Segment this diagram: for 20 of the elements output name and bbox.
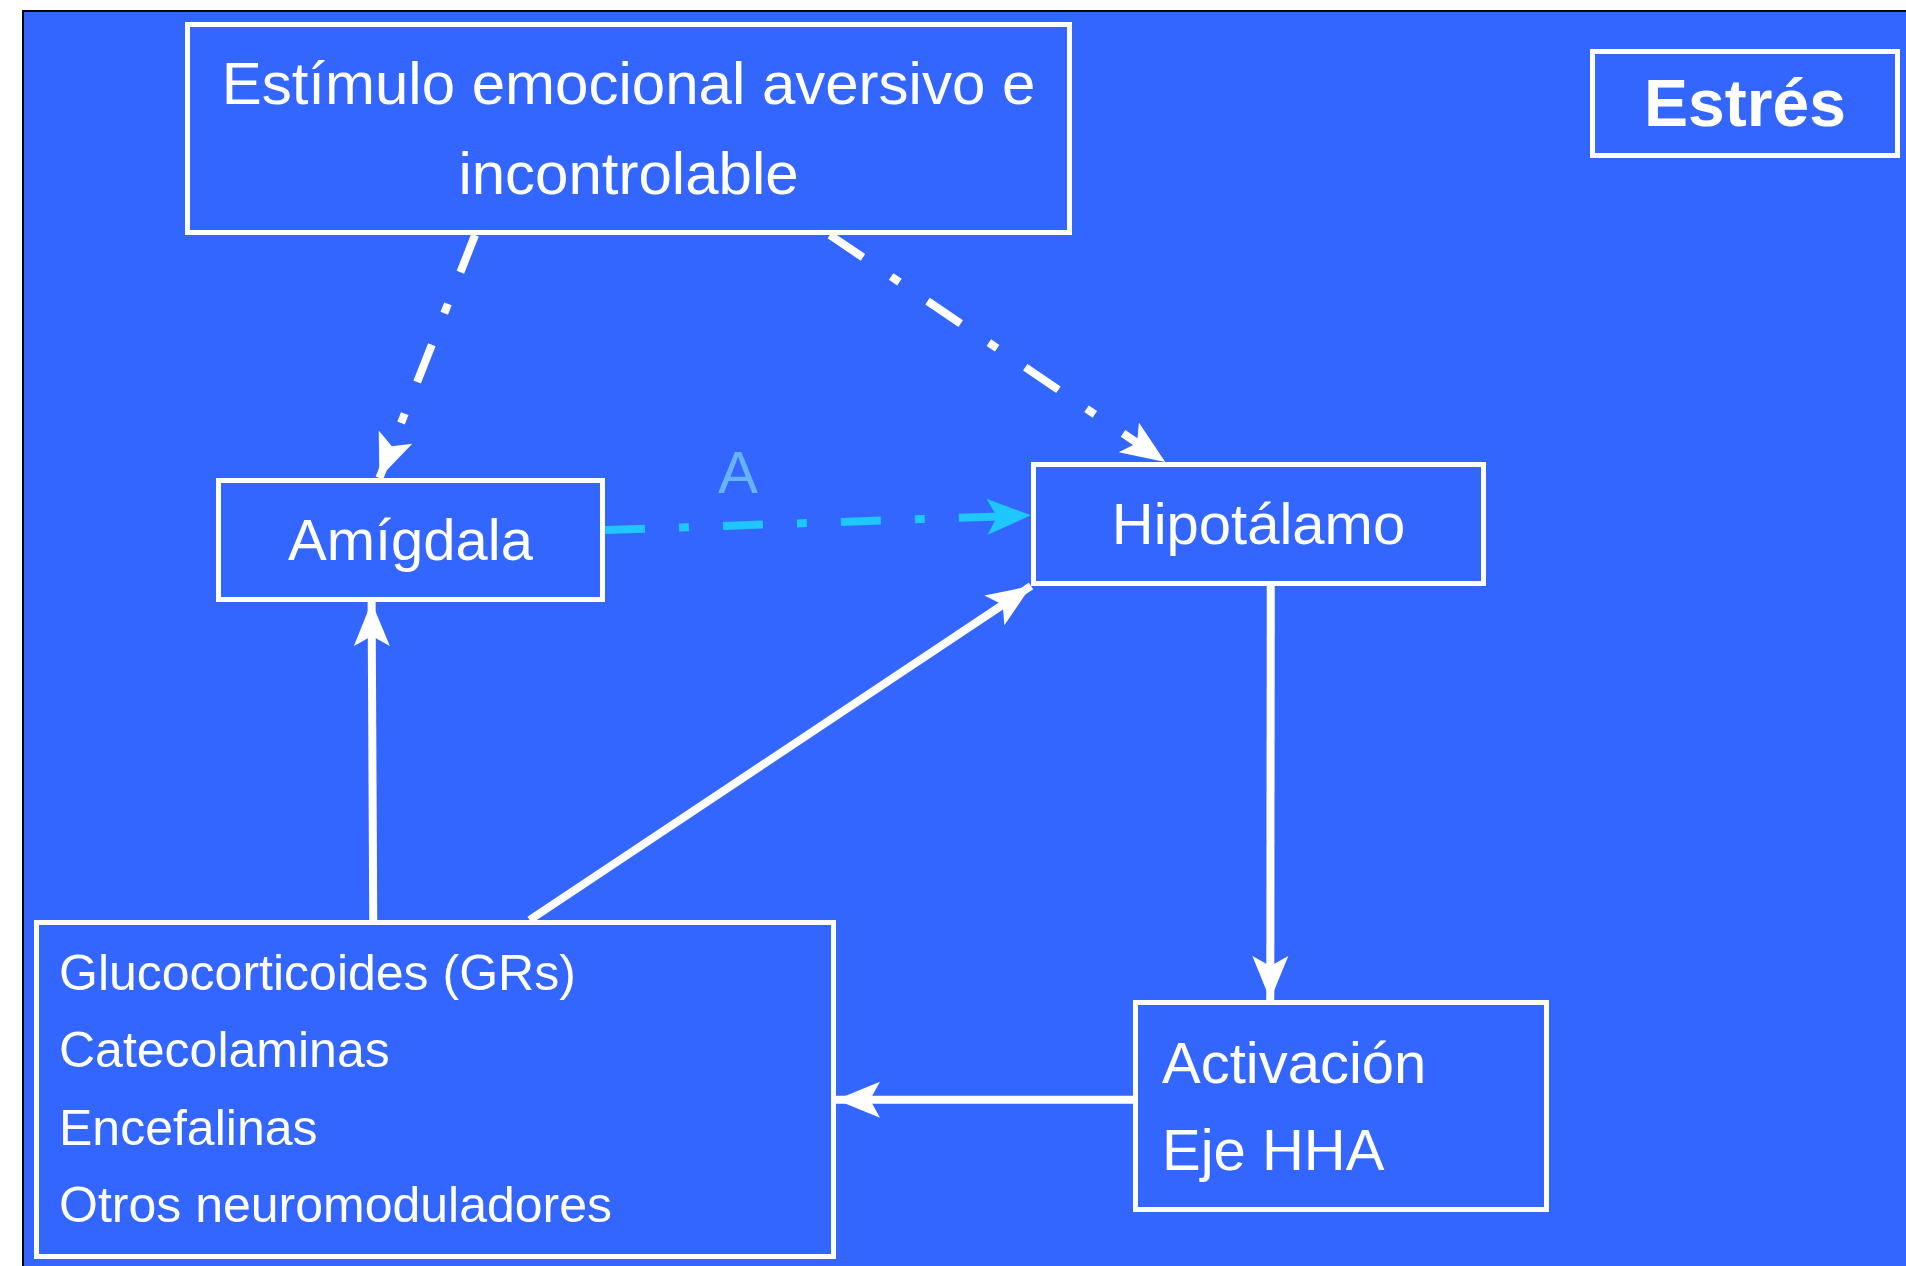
- arrow: [604, 498, 1032, 535]
- process-box: [1133, 1000, 1549, 1212]
- node-text: Otros neuromoduladores: [59, 1176, 614, 1235]
- node-text: Hipotálamo: [1110, 490, 1407, 559]
- process-box: [1031, 462, 1486, 586]
- node-text: Catecolaminas: [59, 1021, 391, 1080]
- node-text: Amígdala: [287, 506, 534, 575]
- arrow: [353, 601, 390, 921]
- arrow: [375, 233, 479, 480]
- arrow: [1252, 586, 1289, 1000]
- node-text: Estrés: [1643, 64, 1847, 142]
- edge-label: A: [718, 442, 759, 503]
- title-box: [1590, 49, 1900, 158]
- node-text: Estímulo emocional aversivo e incontrolable: [220, 48, 1037, 209]
- process-box: [216, 478, 605, 602]
- node-text: Encefalinas: [59, 1098, 319, 1158]
- node-text: Glucocorticoides (GRs): [59, 943, 577, 1003]
- node-text: Activación Eje HHA: [1162, 1029, 1428, 1184]
- process-box: [34, 920, 836, 1259]
- process-box: [185, 22, 1072, 235]
